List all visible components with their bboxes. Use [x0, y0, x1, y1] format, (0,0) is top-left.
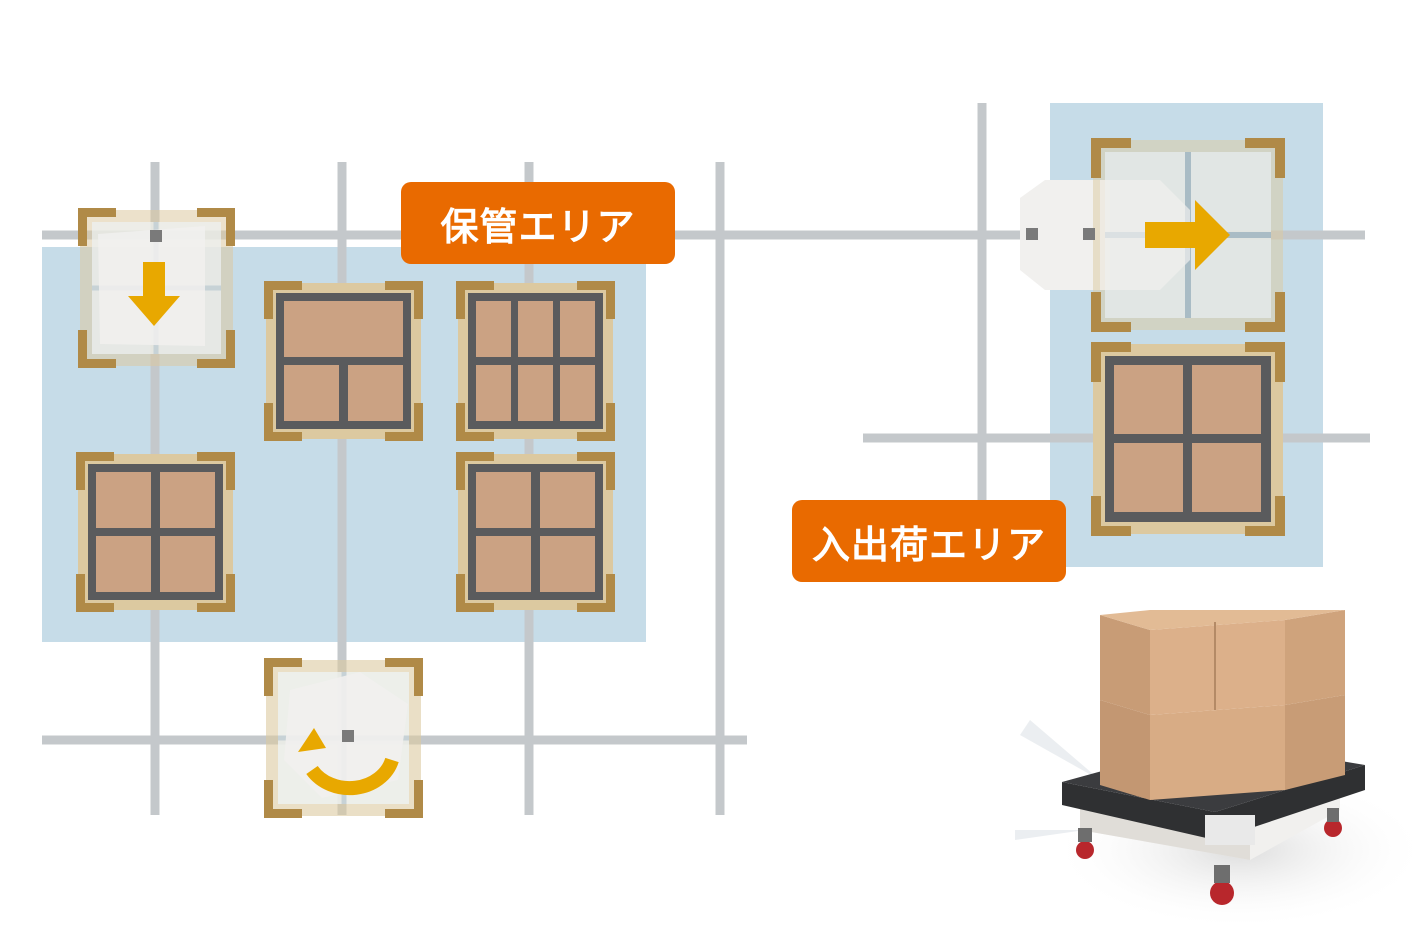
- arrow-icon: [128, 262, 180, 326]
- pallet-icon: [456, 281, 615, 441]
- pallet-icon: [456, 452, 615, 612]
- storage-area-label: 保管エリア: [401, 182, 675, 264]
- storage-area-label-text: 保管エリア: [440, 204, 636, 249]
- rotate-arrow-icon: [298, 728, 399, 796]
- shipping-area-label-text: 入出荷エリア: [811, 522, 1046, 567]
- pallet-icon: [264, 281, 423, 441]
- shipping-area-label: 入出荷エリア: [792, 500, 1066, 582]
- pallet-icon: [1091, 342, 1285, 536]
- robot-with-boxes-photo: [1015, 610, 1426, 930]
- robot-moving-right: [1020, 138, 1285, 332]
- pallet-icon: [76, 452, 235, 612]
- robot-rotating: [264, 658, 423, 818]
- arrow-icon: [1145, 200, 1230, 270]
- robot-icon: [1020, 180, 1110, 290]
- robot-moving-down: [78, 208, 235, 368]
